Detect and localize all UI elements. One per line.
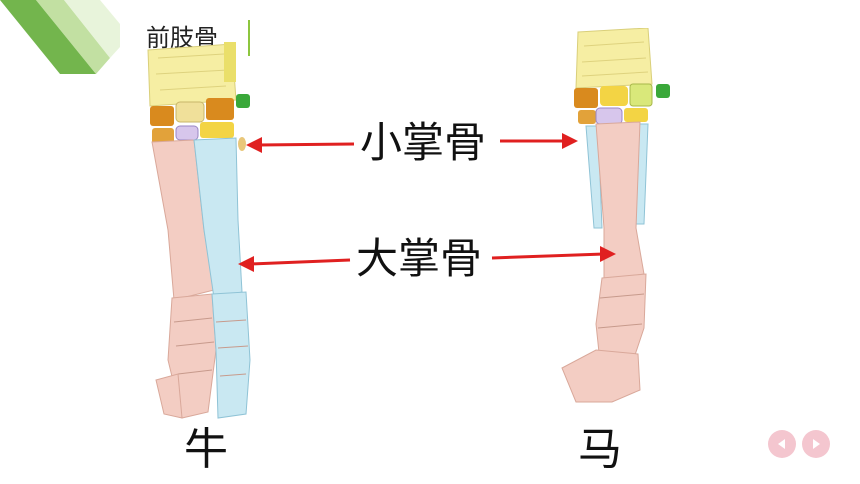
label-small-metacarpal: 小掌骨 <box>360 118 487 167</box>
label-large-metacarpal: 大掌骨 <box>356 234 483 283</box>
triangle-left-icon <box>778 439 785 449</box>
corner-chevron-decoration <box>0 0 120 74</box>
title-accent-bar <box>248 20 250 56</box>
caption-horse: 马 <box>578 424 622 475</box>
cow-forelimb-illustration <box>147 42 251 419</box>
triangle-right-icon <box>813 439 820 449</box>
horse-forelimb-illustration <box>561 28 670 403</box>
caption-cow: 牛 <box>184 424 228 475</box>
next-slide-button[interactable] <box>802 430 830 458</box>
prev-slide-button[interactable] <box>768 430 796 458</box>
